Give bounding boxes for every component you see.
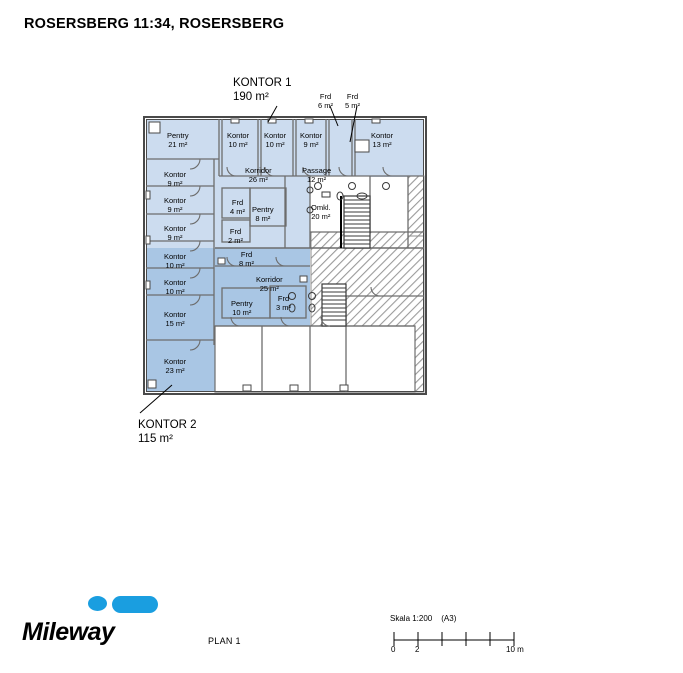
- room-label-kontor-10d: Kontor 10 m²: [164, 278, 187, 296]
- room-label-frd-4: Frd 4 m²: [230, 198, 245, 216]
- mileway-logo: Mileway: [22, 596, 172, 646]
- room-label-kontor-10c: Kontor 10 m²: [164, 252, 187, 270]
- plan-label: PLAN 1: [208, 636, 241, 646]
- annotation-frd-6: Frd 6 m²: [318, 92, 333, 110]
- logo-pill-icon: [112, 596, 158, 613]
- logo-dot-icon: [88, 596, 107, 611]
- room-label-frd-2: Frd 2 m²: [228, 227, 243, 245]
- staircase-main: [340, 195, 371, 249]
- room-label-kontor-23: Kontor 23 m²: [164, 357, 187, 375]
- annotation-frd-5: Frd 5 m²: [345, 92, 360, 110]
- room-label-kontor-10a: Kontor 10 m²: [227, 131, 250, 149]
- room-label-kontor-13: Kontor 13 m²: [371, 131, 394, 149]
- room-label-pentry-21: Pentry 21 m²: [167, 131, 189, 149]
- sanitary-fixtures: [288, 182, 390, 313]
- page-title: ROSERSBERG 11:34, ROSERSBERG: [24, 16, 285, 32]
- room-label-korridor-26: Korridor 26 m²: [245, 166, 272, 184]
- room-label-pentry-8: Pentry 8 m²: [252, 205, 274, 223]
- internal-walls: [146, 119, 424, 392]
- room-label-korridor-25: Korridor 25 m²: [256, 275, 283, 293]
- door-swings: [189, 158, 393, 351]
- room-label-kontor-15: Kontor 15 m²: [164, 310, 187, 328]
- logo-wordmark: Mileway: [22, 618, 115, 646]
- room-label-passage-12: Passage 12 m²: [302, 166, 332, 184]
- scale-tick-0: 0: [391, 645, 396, 654]
- room-label-kontor-10b: Kontor 10 m²: [264, 131, 287, 149]
- staircase-secondary: [321, 283, 347, 327]
- room-label-kontor-9top: Kontor 9 m²: [300, 131, 323, 149]
- scale-ruler: [393, 632, 515, 646]
- room-label-pentry-10: Pentry 10 m²: [231, 299, 253, 317]
- room-label-kontor-9c: Kontor 9 m²: [164, 224, 187, 242]
- scale-bar: Skala 1:200(A3) 0 2 10 m: [390, 614, 540, 659]
- room-label-frd-3: Frd 3 m²: [276, 294, 291, 312]
- room-label-omkl-20: Omkl. 20 m²: [311, 203, 331, 221]
- scale-tick-10: 10 m: [506, 645, 524, 654]
- scale-tick-2: 2: [415, 645, 420, 654]
- annotation-kontor-2: KONTOR 2 115 m²: [138, 419, 197, 445]
- room-label-kontor-9a: Kontor 9 m²: [164, 170, 187, 188]
- room-label-frd-8: Frd 8 m²: [239, 250, 254, 268]
- scale-caption: Skala 1:200(A3): [390, 614, 457, 623]
- building-outline: [143, 116, 427, 395]
- room-label-kontor-9b: Kontor 9 m²: [164, 196, 187, 214]
- annotation-kontor-1: KONTOR 1 190 m²: [233, 77, 292, 103]
